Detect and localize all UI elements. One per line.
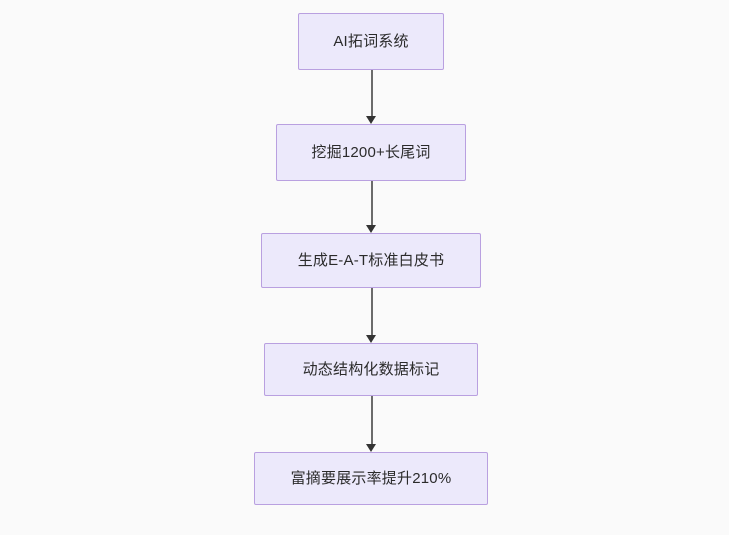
arrowhead-icon [366, 115, 377, 124]
flow-node-label: AI拓词系统 [333, 32, 409, 50]
edge-line-4 [371, 396, 373, 445]
edge-line-1 [371, 70, 373, 117]
flow-edge-1 [366, 70, 377, 124]
flow-edge-2 [366, 181, 377, 233]
arrowhead-icon [366, 224, 377, 233]
flow-edge-3 [366, 288, 377, 343]
flow-node-4[interactable]: 动态结构化数据标记 [264, 343, 478, 396]
flow-node-2[interactable]: 挖掘1200+长尾词 [276, 124, 466, 181]
flow-node-label: 动态结构化数据标记 [302, 360, 440, 378]
flow-node-3[interactable]: 生成E-A-T标准白皮书 [261, 233, 481, 288]
flow-edge-4 [366, 396, 377, 452]
edge-line-2 [371, 181, 373, 226]
flow-node-label: 富摘要展示率提升210% [290, 469, 452, 487]
arrowhead-icon [366, 334, 377, 343]
flow-node-5[interactable]: 富摘要展示率提升210% [254, 452, 488, 505]
flow-node-label: 挖掘1200+长尾词 [311, 143, 431, 161]
flow-node-label: 生成E-A-T标准白皮书 [297, 251, 445, 269]
edge-line-3 [371, 288, 373, 336]
arrowhead-icon [366, 443, 377, 452]
flow-node-1[interactable]: AI拓词系统 [298, 13, 444, 70]
